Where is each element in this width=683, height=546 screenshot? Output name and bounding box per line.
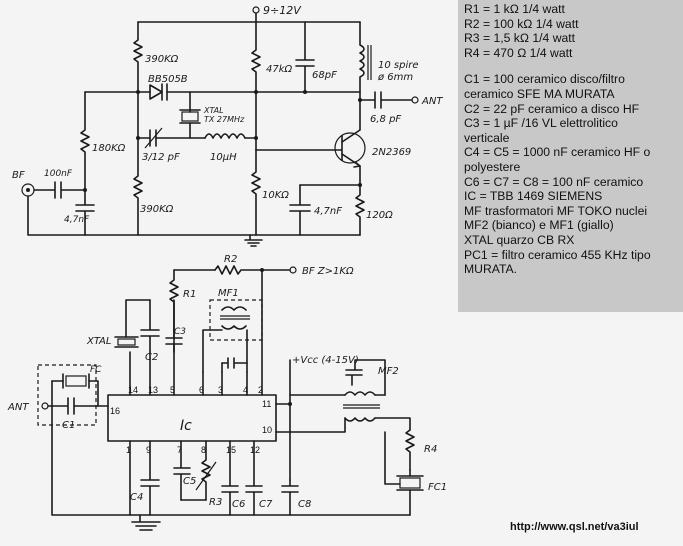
- rx-c6-label: C6: [232, 499, 245, 510]
- legend-line: XTAL quarzo CB RX: [464, 232, 575, 247]
- tx-c-emitter-label: 4,7nF: [314, 206, 342, 217]
- legend-line: IC = TBB 1469 SIEMENS: [464, 189, 603, 204]
- tx-r-mid-left-label: 180KΩ: [92, 143, 126, 154]
- legend-line: ceramico SFE MA MURATA: [464, 86, 615, 101]
- legend-line: R3 = 1,5 kΩ 1/4 watt: [464, 31, 576, 46]
- rx-ic-label: Ic: [180, 418, 192, 434]
- tx-c-in-gnd-label: 4,7nF: [64, 215, 90, 225]
- pin-7: 7: [177, 445, 182, 455]
- legend-line: MF trasformatori MF TOKO nuclei: [464, 203, 648, 218]
- pin-2: 2: [258, 385, 263, 395]
- tx-coil-label-2: ø 6mm: [377, 72, 413, 83]
- tx-xtal-label: XTAL: [203, 106, 224, 115]
- pin-6: 6: [199, 385, 204, 395]
- rx-c1-label: C1: [62, 420, 75, 431]
- pin-13: 13: [148, 385, 158, 395]
- tx-varicap-label: BB505B: [148, 74, 188, 85]
- rx-fc1-label: FC1: [428, 482, 447, 493]
- rx-c4-label: C4: [130, 492, 143, 503]
- rx-r3-label: R3: [209, 497, 222, 508]
- rx-fc-label: FC: [90, 365, 102, 375]
- rx-vcc-label: +Vcc (4-15V): [292, 355, 359, 366]
- rx-c3-label: C3: [174, 327, 186, 337]
- pin-16: 16: [110, 406, 120, 416]
- rx-c7-label: C7: [259, 499, 273, 510]
- pin-3: 3: [218, 385, 223, 395]
- rx-mf1-label: MF1: [218, 288, 239, 299]
- pin-12: 12: [250, 445, 260, 455]
- transmitter-circuit: 9÷12V 390KΩ BB505B 180KΩ XTAL TX 27MHz 3…: [12, 4, 443, 247]
- tx-c-in-label: 100nF: [44, 169, 73, 179]
- rx-r2-label: R2: [224, 254, 237, 265]
- rx-bf-out-label: BF Z>1KΩ: [302, 266, 354, 277]
- pin-15: 15: [226, 445, 236, 455]
- pin-8: 8: [201, 445, 206, 455]
- tx-supply-label: 9÷12V: [263, 4, 302, 17]
- tx-r-emitter-label: 120Ω: [366, 210, 393, 221]
- pin-1: 1: [126, 445, 131, 455]
- pin-10: 10: [262, 425, 272, 435]
- tx-r-bot-left-label: 390KΩ: [140, 204, 174, 215]
- tx-inductor-label: 10µH: [210, 152, 237, 163]
- tx-r-base-label: 10KΩ: [262, 190, 289, 201]
- legend-line: polyestere: [464, 159, 521, 174]
- legend-line: C6 = C7 = C8 = 100 nF ceramico: [464, 174, 644, 189]
- tx-c-supply-label: 68pF: [312, 70, 337, 81]
- rx-mf2-label: MF2: [378, 366, 399, 377]
- pin-14: 14: [128, 385, 138, 395]
- legend-line: C2 = 22 pF ceramico a disco HF: [464, 101, 640, 116]
- tx-ant-label: ANT: [421, 96, 443, 107]
- legend-line: R4 = 470 Ω 1/4 watt: [464, 45, 573, 60]
- pin-4: 4: [243, 385, 248, 395]
- rx-xtal-label: XTAL: [86, 336, 111, 347]
- rx-c2-label: C2: [145, 352, 158, 363]
- tx-r-collector-label: 47kΩ: [266, 64, 293, 75]
- rx-ant-label: ANT: [7, 402, 29, 413]
- rx-r1-label: R1: [183, 289, 196, 300]
- component-legend: R1 = 1 kΩ 1/4 watt R2 = 100 kΩ 1/4 watt …: [458, 0, 683, 312]
- rx-r4-label: R4: [424, 444, 437, 455]
- legend-line: C3 = 1 µF /16 VL elettrolitico: [464, 116, 618, 131]
- tx-r-top-left-label: 390KΩ: [145, 54, 179, 65]
- rx-c5-label: C5: [183, 476, 196, 487]
- tx-trim-cap-label: 3/12 pF: [142, 152, 180, 163]
- legend-line: R2 = 100 kΩ 1/4 watt: [464, 16, 579, 31]
- pin-9: 9: [146, 445, 151, 455]
- legend-line: R1 = 1 kΩ 1/4 watt: [464, 2, 565, 16]
- pin-5: 5: [170, 385, 175, 395]
- tx-bf-in-label: BF: [12, 170, 25, 181]
- source-url[interactable]: http://www.qsl.net/va3iul: [510, 521, 639, 533]
- rx-c8-label: C8: [298, 499, 311, 510]
- legend-line: verticale: [464, 130, 510, 145]
- tx-transistor-label: 2N2369: [372, 147, 411, 158]
- receiver-circuit: Ic 14 13 5 6 3 4 2 11 16 10 1 9 7 8 15 1…: [7, 254, 447, 531]
- legend-line: MF2 (bianco) e MF1 (giallo): [464, 218, 614, 233]
- legend-line: PC1 = filtro ceramico 455 KHz tipo: [464, 247, 651, 262]
- tx-c-out-label: 6,8 pF: [370, 114, 401, 125]
- pin-11: 11: [262, 399, 271, 409]
- tx-coil-label-1: 10 spire: [378, 60, 419, 71]
- tx-xtal-freq-label: TX 27MHz: [204, 115, 245, 124]
- legend-line: MURATA.: [464, 262, 518, 277]
- legend-line: C4 = C5 = 1000 nF ceramico HF o: [464, 145, 651, 160]
- legend-line: C1 = 100 ceramico disco/filtro: [464, 72, 625, 87]
